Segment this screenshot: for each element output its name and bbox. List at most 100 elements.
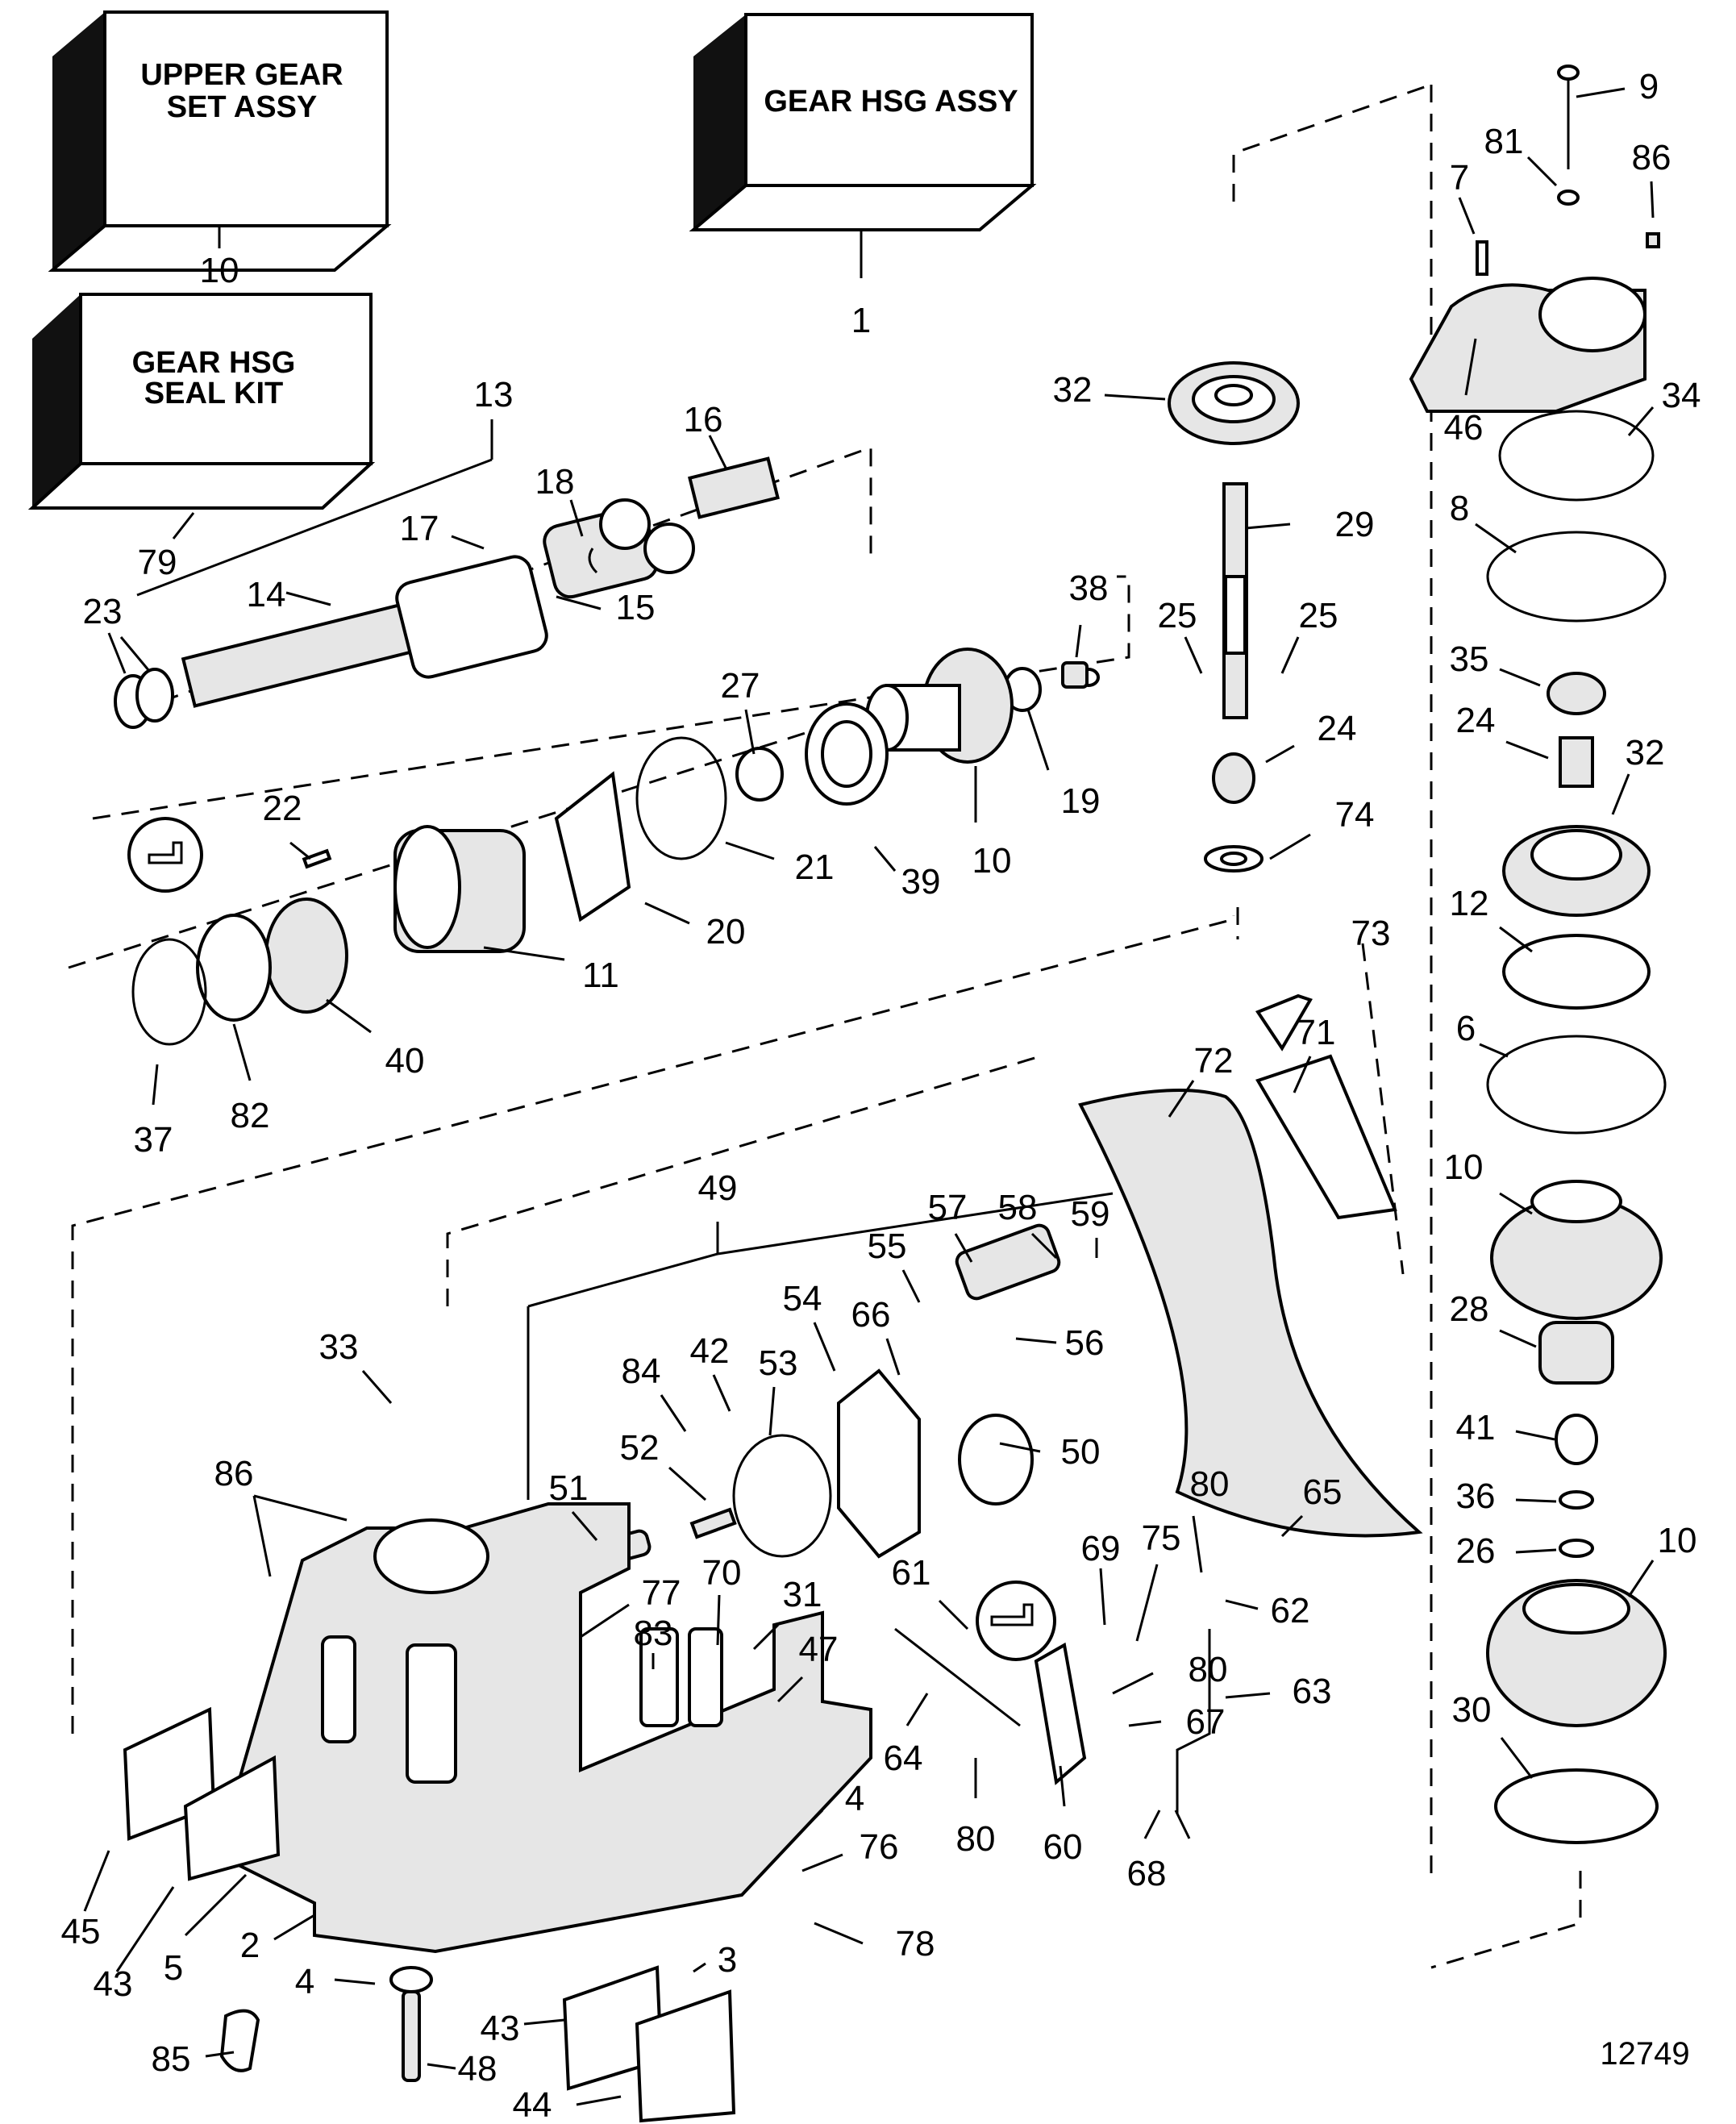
kit-box-gear-hsg-seal-kit: GEAR HSG SEAL KIT 79: [27, 293, 376, 582]
callout-39: 39: [901, 862, 941, 902]
callout-32-top: 32: [1053, 370, 1093, 410]
callout-31: 31: [783, 1575, 822, 1614]
callout-65: 65: [1303, 1472, 1343, 1512]
callout-19: 19: [1061, 781, 1101, 821]
seal-kit-line1: GEAR HSG: [132, 346, 296, 380]
seal-kit-line2: SEAL KIT: [144, 377, 283, 410]
callout-43-left: 43: [94, 1964, 133, 2004]
callout-37: 37: [134, 1120, 173, 1160]
callout-17: 17: [400, 509, 439, 548]
callout-73: 73: [1351, 914, 1391, 953]
drive-shaft-group: [114, 456, 780, 729]
callout-18: 18: [535, 462, 575, 502]
callout-13: 13: [474, 375, 514, 414]
callout-51: 51: [549, 1468, 589, 1508]
callout-24-center: 24: [1318, 709, 1357, 748]
callout-86-top: 86: [1632, 138, 1671, 177]
callout-16: 16: [684, 400, 723, 439]
callout-10-right-upper: 10: [1444, 1147, 1484, 1187]
callout-29: 29: [1335, 505, 1375, 544]
right-stack: [1409, 65, 1667, 1844]
callout-70: 70: [702, 1553, 742, 1593]
callout-9: 9: [1639, 67, 1659, 106]
callout-2: 2: [240, 1926, 260, 1965]
callout-21: 21: [795, 848, 835, 887]
callout-32-right: 32: [1626, 733, 1665, 773]
callout-76: 76: [860, 1827, 899, 1867]
callout-82: 82: [231, 1096, 270, 1135]
callout-38: 38: [1069, 568, 1109, 608]
callout-60: 60: [1043, 1827, 1083, 1867]
lower-assembly: [123, 993, 1423, 2123]
callout-seal-kit: 79: [138, 543, 177, 582]
callout-78: 78: [896, 1924, 935, 1964]
callout-11: 11: [582, 956, 619, 995]
bearing-carrier-group: [127, 648, 1100, 1046]
callout-58: 58: [998, 1188, 1038, 1227]
callout-61: 61: [892, 1553, 931, 1593]
callout-8: 8: [1450, 489, 1469, 528]
callout-6: 6: [1456, 1009, 1476, 1048]
callout-24-right: 24: [1456, 701, 1496, 740]
callout-25-right: 25: [1299, 596, 1338, 635]
callout-77: 77: [642, 1573, 681, 1613]
callout-14: 14: [247, 575, 286, 614]
callout-84: 84: [622, 1351, 661, 1391]
callout-36: 36: [1456, 1476, 1496, 1516]
callout-5: 5: [164, 1948, 183, 1988]
callout-72: 72: [1194, 1041, 1234, 1081]
callout-68: 68: [1127, 1854, 1167, 1893]
callout-49: 49: [698, 1168, 738, 1208]
callout-23: 23: [83, 592, 123, 631]
callout-54: 54: [783, 1279, 822, 1318]
callout-42: 42: [690, 1331, 730, 1371]
callout-7: 7: [1450, 158, 1469, 198]
callout-15: 15: [616, 588, 656, 627]
callout-20: 20: [706, 912, 746, 952]
callout-35: 35: [1450, 639, 1489, 679]
callout-33: 33: [319, 1327, 359, 1367]
callout-74: 74: [1335, 795, 1375, 835]
callout-63: 63: [1293, 1672, 1332, 1711]
callout-12: 12: [1450, 884, 1489, 923]
callout-46: 46: [1444, 408, 1484, 448]
kit-box-gear-hsg-assy: GEAR HSG ASSY 1: [689, 13, 1037, 340]
callout-4-right: 4: [845, 1779, 864, 1818]
callout-30: 30: [1452, 1690, 1492, 1730]
callout-66: 66: [851, 1295, 891, 1335]
callout-40: 40: [385, 1041, 425, 1081]
callout-85: 85: [152, 2039, 191, 2079]
callout-80-middle: 80: [1189, 1650, 1228, 1689]
callout-81: 81: [1484, 122, 1524, 161]
callout-45: 45: [61, 1912, 101, 1951]
callout-34: 34: [1662, 376, 1701, 415]
callout-gear-hsg-assy: 1: [851, 301, 871, 340]
callout-71: 71: [1297, 1013, 1336, 1052]
callout-3: 3: [718, 1940, 737, 1980]
callout-50: 50: [1061, 1432, 1101, 1472]
callout-64: 64: [884, 1739, 923, 1778]
upper-gear-set-line1: UPPER GEAR: [140, 58, 343, 92]
callout-80-upper: 80: [1190, 1464, 1230, 1504]
callout-86-left: 86: [214, 1454, 254, 1493]
callout-83: 83: [634, 1614, 673, 1653]
callout-labels: 13 16 18 17 14 15 23 38 25 25 27 19 39 1…: [61, 67, 1701, 2124]
callout-62: 62: [1271, 1591, 1310, 1630]
callout-57: 57: [928, 1188, 968, 1227]
callout-55: 55: [868, 1227, 907, 1266]
driveshaft-column: [1168, 361, 1300, 873]
callout-4-left: 4: [295, 1962, 314, 2001]
callout-25-left: 25: [1158, 596, 1197, 635]
callout-52: 52: [620, 1428, 660, 1468]
callout-10-carrier: 10: [972, 841, 1012, 881]
callout-59: 59: [1071, 1194, 1110, 1234]
callout-41: 41: [1456, 1408, 1496, 1447]
callout-47: 47: [799, 1630, 839, 1669]
callout-27: 27: [721, 666, 760, 706]
callout-67: 67: [1186, 1702, 1226, 1742]
upper-gear-set-line2: SET ASSY: [167, 90, 318, 124]
callout-75: 75: [1142, 1518, 1181, 1558]
callout-53: 53: [759, 1343, 798, 1383]
callout-10-right-lower: 10: [1658, 1521, 1697, 1560]
